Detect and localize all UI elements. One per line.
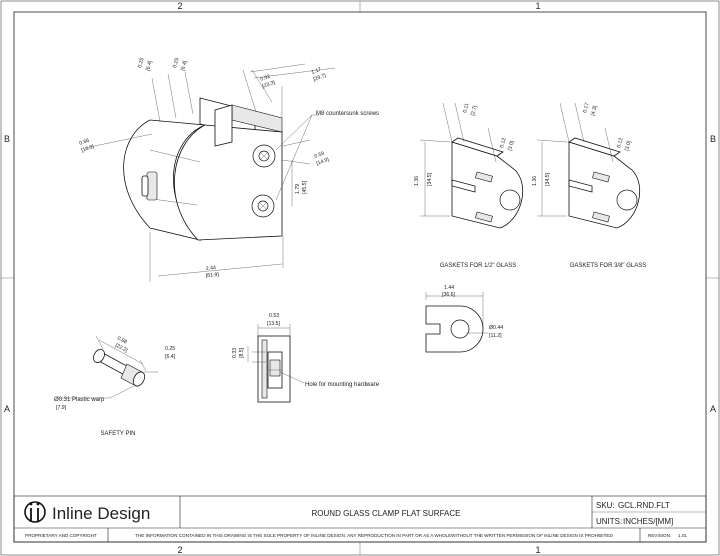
clamp-dim-5-in: 0.66	[79, 138, 91, 147]
gasket-38-dim-3-in: 1.36	[532, 176, 538, 186]
gasket-half-dim-2-mm: [3.0]	[507, 140, 516, 152]
gasket-half-dim-3-mm: [34.5]	[427, 172, 433, 186]
section-dim-1-in: 0.53	[269, 313, 279, 319]
clamp-dim-4-mm: [29.7]	[313, 73, 328, 83]
proprietary-label: PROPRIETARY AND COPYRIGHT	[25, 533, 97, 538]
clamp-dim-1-in: 0.25	[137, 57, 145, 68]
mounting-hole-label: Hole for mounting hardware	[305, 382, 380, 388]
section-view	[247, 324, 305, 403]
revision-label: REVISION:	[648, 533, 671, 538]
gasket-half-dim-lines	[419, 102, 497, 217]
gasket-38-dim-2-mm: [3.0]	[624, 140, 633, 152]
clamp-dim-8-mm: [61.9]	[206, 272, 220, 279]
sku-label: SKU:	[596, 501, 615, 510]
clamp-dimension-lines	[84, 63, 336, 282]
gasket-38-dim-1-in: 0.17	[582, 102, 590, 113]
pin-dim-1-in: 0.88	[116, 335, 128, 345]
gasket-half-inch-view	[451, 137, 524, 229]
copyright-notice: THE INFORMATION CONTAINED IN THIS DRAWIN…	[135, 533, 613, 538]
zone-top-2: 2	[177, 1, 182, 11]
zone-right-a: A	[710, 404, 716, 414]
clamp-dim-3-mm: [23.3]	[262, 80, 277, 90]
inner-border	[13, 11, 707, 543]
screws-label: M8 countersunk screws	[316, 111, 379, 117]
clamp-dim-6-mm: [14.9]	[316, 157, 331, 167]
revision-value: 1.01	[678, 533, 687, 538]
clamp-dim-7-in: 1.79	[295, 184, 301, 194]
zone-top-1: 1	[535, 1, 540, 11]
gasket-three-eighths-dim-lines	[536, 102, 614, 217]
clamp-dim-5-mm: [16.9]	[81, 144, 96, 154]
gasket-38-caption: GASKETS FOR 3/8" GLASS	[570, 263, 647, 269]
gasket-half-dim-1-in: 0.11	[462, 102, 470, 113]
side-gasket-view	[425, 292, 488, 353]
drawing-title: ROUND GLASS CLAMP FLAT SURFACE	[312, 509, 461, 518]
pin-dim-3-mm: [7.9]	[56, 405, 67, 411]
zone-left-b: B	[4, 134, 10, 144]
clamp-dim-3-in: 0.92	[260, 74, 272, 83]
gasket-38-dim-1-mm: [4.3]	[590, 105, 599, 117]
sku-value: GCL.RND.FLT	[618, 501, 670, 510]
clamp-dim-2-mm: [6.4]	[180, 60, 189, 72]
gasket-half-dim-3-in: 1.36	[414, 176, 420, 186]
pin-dim-2-mm: [6.4]	[165, 354, 176, 360]
side-gasket-dim-1-in: 1.44	[444, 285, 454, 291]
clamp-dim-4-in: 1.17	[311, 67, 323, 76]
units-value: INCHES/[MM]	[623, 517, 673, 526]
clamp-dim-2-in: 0.25	[172, 57, 180, 68]
clamp-dim-1-mm: [6.4]	[145, 60, 154, 72]
gasket-half-caption: GASKETS FOR 1/2" GLASS	[440, 263, 517, 269]
side-gasket-dim-1-mm: [36.6]	[442, 292, 456, 298]
clamp-dim-8-in: 2.44	[206, 265, 217, 272]
zone-bottom-1: 1	[535, 545, 540, 555]
units-label: UNITS:	[596, 517, 622, 526]
gasket-half-dim-2-in: 0.12	[499, 137, 507, 148]
side-gasket-dim-2-mm: [11.2]	[489, 333, 502, 339]
gasket-half-dim-1-mm: [2.7]	[470, 105, 479, 117]
side-gasket-dim-2-in: Ø0.44	[489, 325, 503, 331]
pin-dim-1-mm: [22.2]	[114, 342, 129, 354]
safety-pin-view	[58, 335, 158, 399]
section-dim-1-mm: [13.5]	[267, 321, 281, 327]
gasket-38-dim-3-mm: [34.5]	[545, 172, 551, 186]
title-block	[13, 495, 707, 543]
pin-dim-2-in: 0.25	[165, 346, 175, 352]
zone-left-a: A	[4, 404, 10, 414]
section-dim-2-in: 0.33	[232, 348, 238, 358]
gasket-38-dim-2-in: 0.12	[616, 137, 624, 148]
clamp-dim-7-mm: [45.5]	[302, 180, 308, 194]
pin-dim-3-in: Ø0.31 Plastic warp	[54, 397, 105, 403]
safety-pin-caption: SAFETY PIN	[101, 431, 136, 437]
clamp-dim-6-in: 0.59	[314, 151, 326, 160]
inline-design-logo-icon	[24, 501, 46, 523]
gasket-three-eighths-view	[568, 137, 641, 229]
zone-bottom-2: 2	[177, 545, 182, 555]
company-name: Inline Design	[52, 504, 150, 523]
zone-right-b: B	[710, 134, 716, 144]
section-dim-2-mm: [8.5]	[239, 347, 245, 358]
clamp-isometric-view	[123, 97, 283, 241]
